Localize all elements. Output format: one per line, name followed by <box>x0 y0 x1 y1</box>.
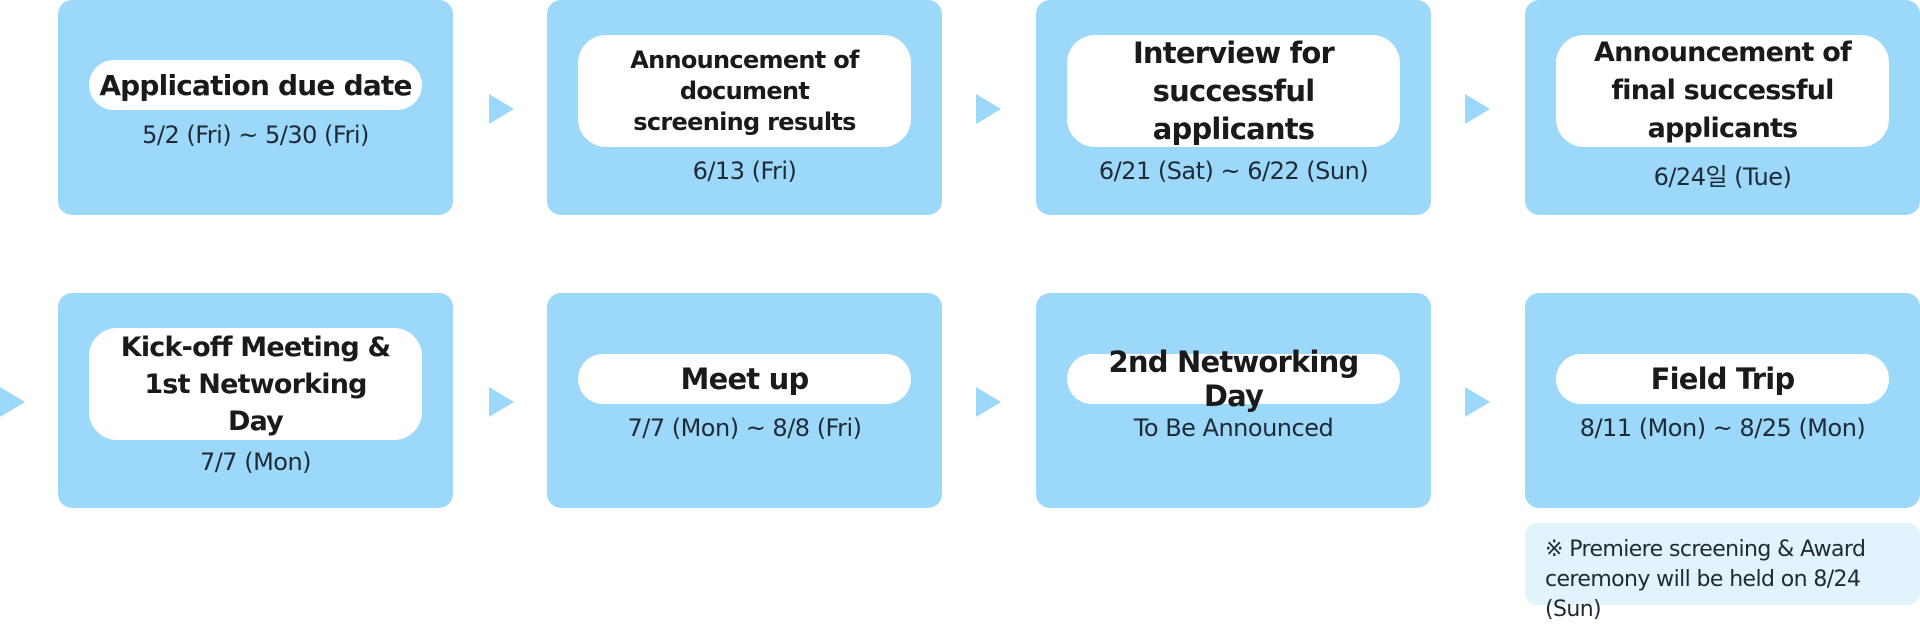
step-title-pill: Field Trip <box>1556 354 1889 404</box>
step-title: Announcement of document screening resul… <box>630 45 859 136</box>
arrow-right-icon <box>489 94 514 124</box>
step-title: Announcement of final successful applica… <box>1594 37 1852 144</box>
step-title-pill: Application due date <box>89 60 422 110</box>
step-title: Field Trip <box>1650 362 1796 396</box>
step-date: 7/7 (Mon) ~ 8/8 (Fri) <box>627 414 862 442</box>
step-title: Meet up <box>680 362 810 396</box>
step-title-pill: Announcement of document screening resul… <box>578 35 911 147</box>
step-date: 8/11 (Mon) ~ 8/25 (Mon) <box>1579 414 1866 442</box>
step-title: 2nd Networking Day <box>1108 345 1360 413</box>
arrow-right-icon <box>976 94 1001 124</box>
step-card-1: Application due date 5/2 (Fri) ~ 5/30 (F… <box>58 0 453 215</box>
step-card-3: Interview for successful applicants 6/21… <box>1036 0 1431 215</box>
step-date: 7/7 (Mon) <box>199 448 312 476</box>
step-title-pill: Announcement of final successful applica… <box>1556 35 1889 147</box>
step-title: Interview for successful applicants <box>1132 36 1335 146</box>
arrow-right-icon <box>489 387 514 417</box>
event-note: ※ Premiere screening & Award ceremony wi… <box>1525 523 1920 622</box>
step-title-pill: Kick-off Meeting & 1st Networking Day <box>89 328 422 440</box>
step-card-2: Announcement of document screening resul… <box>547 0 942 215</box>
step-date: 6/24일 (Tue) <box>1653 163 1792 191</box>
step-title-pill: 2nd Networking Day <box>1067 345 1400 413</box>
step-date: 6/21 (Sat) ~ 6/22 (Sun) <box>1098 157 1369 185</box>
step-date: To Be Announced <box>1133 414 1334 442</box>
step-title-pill: Interview for successful applicants <box>1067 35 1400 147</box>
arrow-right-icon <box>976 387 1001 417</box>
step-card-6: Meet up 7/7 (Mon) ~ 8/8 (Fri) <box>547 293 942 508</box>
step-date: 6/13 (Fri) <box>692 157 797 185</box>
step-card-7: 2nd Networking Day To Be Announced <box>1036 293 1431 508</box>
step-date: 5/2 (Fri) ~ 5/30 (Fri) <box>142 121 369 149</box>
step-card-8: Field Trip 8/11 (Mon) ~ 8/25 (Mon) <box>1525 293 1920 508</box>
step-title: Kick-off Meeting & 1st Networking Day <box>120 331 391 437</box>
step-card-5: Kick-off Meeting & 1st Networking Day 7/… <box>58 293 453 508</box>
step-title: Application due date <box>99 68 412 102</box>
arrow-right-icon <box>1465 94 1490 124</box>
arrow-right-icon <box>0 387 25 417</box>
arrow-right-icon <box>1465 387 1490 417</box>
step-card-4: Announcement of final successful applica… <box>1525 0 1920 215</box>
step-title-pill: Meet up <box>578 354 911 404</box>
